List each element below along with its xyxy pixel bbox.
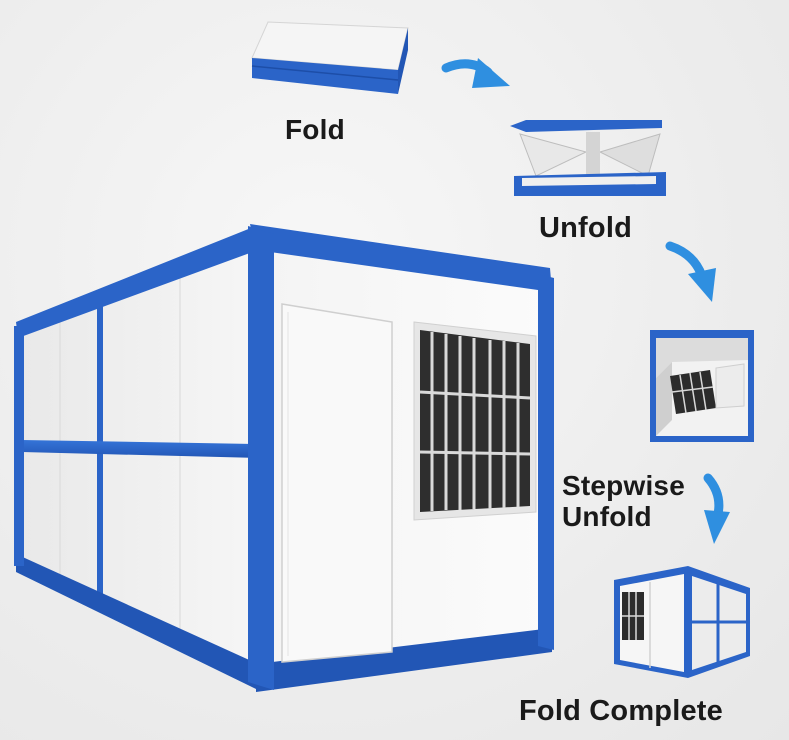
- side-wall: [14, 226, 258, 690]
- step-fold-illustration: [251, 21, 409, 94]
- unfold-label: Unfold: [539, 212, 633, 244]
- front-wall: [248, 224, 554, 692]
- arrow-icon: [703, 473, 730, 544]
- stepwise-unfold-label: Stepwise Unfold: [562, 470, 685, 532]
- step-complete-illustration: [614, 566, 750, 678]
- stepwise-unfold-label-line1: Stepwise: [562, 470, 685, 501]
- fold-label: Fold: [285, 114, 345, 145]
- fold-complete-label: Fold Complete: [519, 695, 723, 727]
- step-stepwise-illustration: [650, 330, 754, 442]
- stepwise-unfold-label-line2: Unfold: [562, 501, 652, 532]
- step-unfold-illustration: [510, 120, 666, 196]
- arrow-icon: [665, 241, 716, 302]
- arrow-icon: [441, 58, 510, 88]
